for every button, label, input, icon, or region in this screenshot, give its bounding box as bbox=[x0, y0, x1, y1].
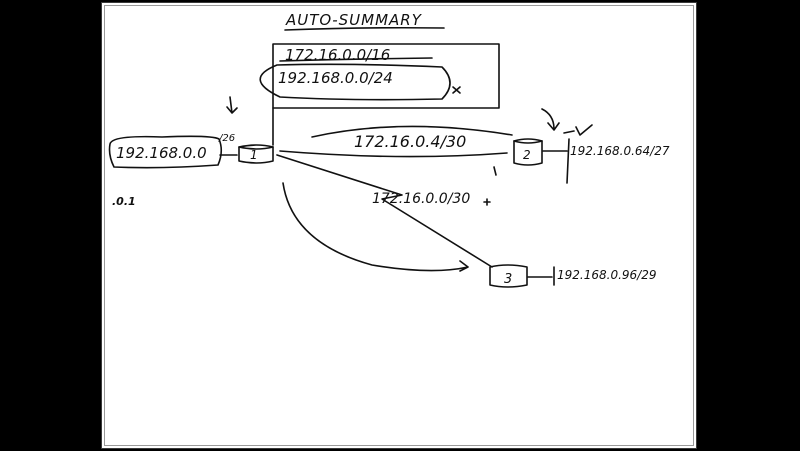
r3-lan-network: 192.168.0.96/29 bbox=[557, 268, 656, 282]
whiteboard-frame bbox=[104, 5, 694, 446]
r1-lan-oval bbox=[108, 135, 223, 169]
link-r1-r2-upper bbox=[311, 125, 513, 138]
link-r1-r2-label: 172.16.0.4/30 bbox=[354, 132, 466, 151]
r1-lan-network: 192.168.0.0 bbox=[116, 144, 207, 162]
arrow-down-router1 bbox=[226, 96, 238, 114]
diagram-title: AUTO-SUMMARY bbox=[285, 11, 423, 29]
router-2-tick bbox=[493, 166, 497, 176]
summary-route-1: 172.16.0.0/16 bbox=[285, 46, 390, 64]
r2-lan-network: 192.168.0.64/27 bbox=[570, 144, 670, 158]
plus-mark bbox=[483, 198, 491, 206]
router-1-label: 1 bbox=[250, 148, 258, 162]
whiteboard: AUTO-SUMMARY 172.16.0.0/16 192.168.0.0/2… bbox=[101, 2, 697, 449]
arrow-r1-r3 bbox=[282, 182, 469, 272]
arrow-router2-b bbox=[563, 124, 593, 136]
router-3-label: 3 bbox=[504, 272, 512, 287]
summary-route-1-underline bbox=[279, 57, 433, 62]
router-2-label: 2 bbox=[523, 148, 531, 162]
title-underline bbox=[284, 26, 445, 31]
cross-mark bbox=[452, 86, 461, 94]
r1-lan-host: .0.1 bbox=[112, 195, 136, 208]
router-2: 2 bbox=[513, 138, 543, 166]
link-r1-r3-label: 172.16.0.0/30 bbox=[372, 191, 470, 207]
summary-route-2: 192.168.0.0/24 bbox=[278, 69, 393, 87]
router-3: 3 bbox=[489, 264, 528, 288]
link-r1-r3-serial bbox=[276, 154, 493, 268]
summary-box bbox=[272, 43, 500, 109]
router-1: 1 bbox=[238, 144, 274, 164]
summary-route-2-circle bbox=[259, 63, 451, 101]
r2-lan-link bbox=[542, 138, 570, 184]
network-diagram: AUTO-SUMMARY 172.16.0.0/16 192.168.0.0/2… bbox=[108, 11, 670, 288]
link-r1-r2-lower bbox=[279, 150, 508, 158]
arrow-router2-a bbox=[541, 108, 560, 131]
r1-lan-mask: /26 bbox=[218, 133, 235, 144]
r3-lan-link bbox=[527, 266, 555, 286]
